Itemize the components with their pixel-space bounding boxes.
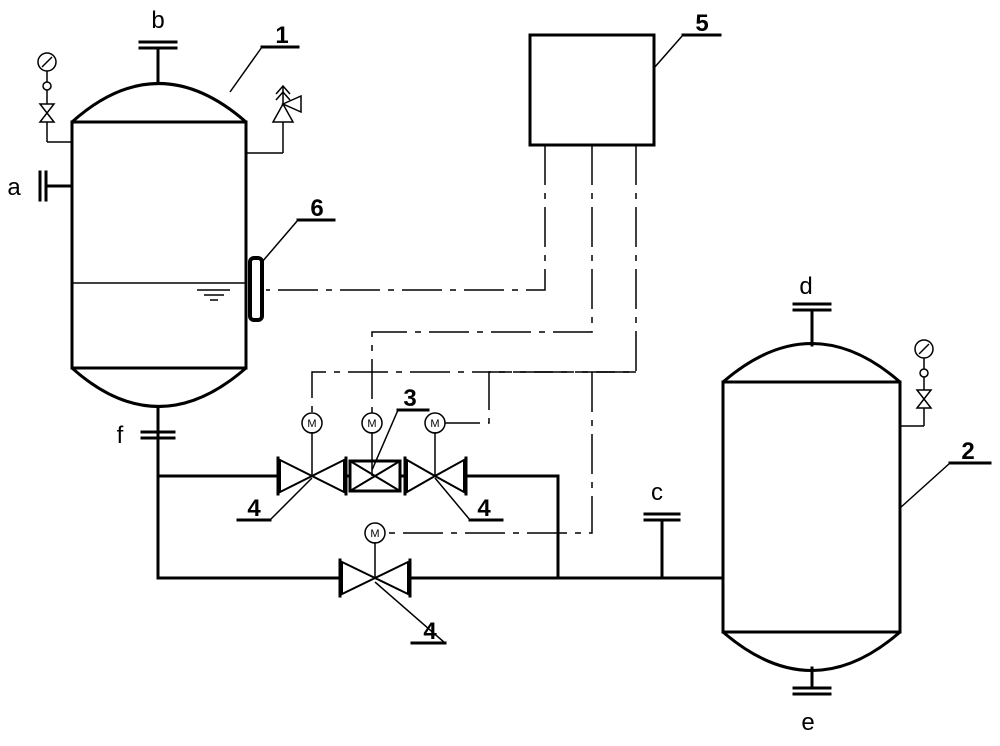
pressure-gauge-icon	[900, 340, 933, 426]
safety-valve-icon	[246, 86, 301, 153]
port-label-c: c	[651, 479, 663, 506]
vessel-1	[72, 84, 246, 407]
nozzle-e	[794, 668, 830, 694]
component-number-2: 2	[961, 438, 974, 465]
motor-label: M	[430, 418, 439, 430]
component-number-4: 4	[477, 495, 491, 522]
nozzle-d	[794, 304, 830, 345]
component-number-5: 5	[695, 10, 708, 37]
vessel-2	[723, 344, 900, 671]
pressure-gauge-icon	[38, 53, 72, 142]
component-number-4: 4	[423, 618, 437, 645]
motor-label: M	[370, 528, 379, 540]
piping	[158, 476, 723, 578]
component-number-6: 6	[310, 195, 323, 222]
motor-label: M	[307, 418, 316, 430]
controller-5	[530, 35, 654, 145]
port-label-f: f	[117, 422, 124, 449]
nozzle-b	[140, 42, 176, 83]
motor-label: M	[367, 418, 376, 430]
port-label-e: e	[801, 709, 814, 736]
component-number-1: 1	[275, 22, 288, 49]
port-label-b: b	[151, 7, 164, 34]
port-label-d: d	[799, 273, 812, 300]
nozzle-f	[142, 408, 174, 476]
port-label-a: a	[7, 174, 21, 201]
component-number-3: 3	[403, 385, 416, 412]
component-number-4: 4	[247, 495, 261, 522]
level-gauge	[250, 258, 262, 320]
liquid-level-mark	[197, 290, 230, 300]
nozzle-a	[40, 172, 72, 200]
